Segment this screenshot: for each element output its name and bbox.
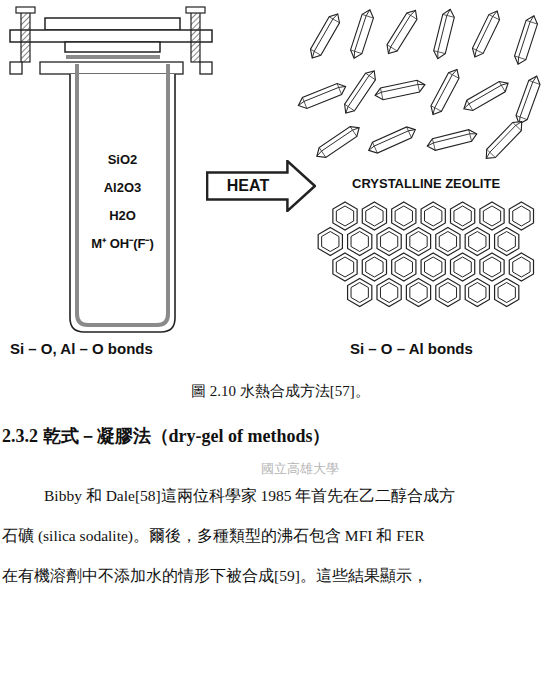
paragraph-line: Bibby 和 Dale[58]這兩位科學家 1985 年首先在乙二醇合成方 — [44, 486, 455, 507]
bond-label: Si – O – Al bonds — [350, 340, 473, 357]
section-heading: 2.3.2 乾式－凝膠法（dry-gel of methods） — [2, 424, 330, 448]
reactant-name: M⁺ OH⁻(F⁻) — [80, 230, 165, 258]
watermark: 國立高雄大學 — [261, 460, 339, 478]
zeolite-framework — [318, 202, 533, 307]
paragraph-line: 石礦 (silica sodalite)。爾後，多種類型的沸石包含 MFI 和 … — [2, 526, 425, 547]
heat-arrow: HEAT — [206, 160, 316, 212]
reactant-name: H2O — [80, 202, 165, 230]
reactant-name: Al2O3 — [80, 174, 165, 202]
figure-caption: 圖 2.10 水熱合成方法[57]。 — [191, 382, 370, 401]
paragraph-line: 在有機溶劑中不添加水的情形下被合成[59]。這些結果顯示， — [2, 566, 428, 587]
reactant-liner: SiO2Al2O3H2OM⁺ OH⁻(F⁻) — [80, 146, 165, 258]
arrow-label: HEAT — [206, 160, 290, 212]
reactant-name: SiO2 — [80, 146, 165, 174]
zeolite-crystals — [296, 7, 542, 162]
autoclave-drawing — [10, 7, 212, 332]
figure-label: CRYSTALLINE ZEOLITE — [352, 176, 500, 191]
bond-label: Si – O, Al – O bonds — [10, 340, 153, 357]
